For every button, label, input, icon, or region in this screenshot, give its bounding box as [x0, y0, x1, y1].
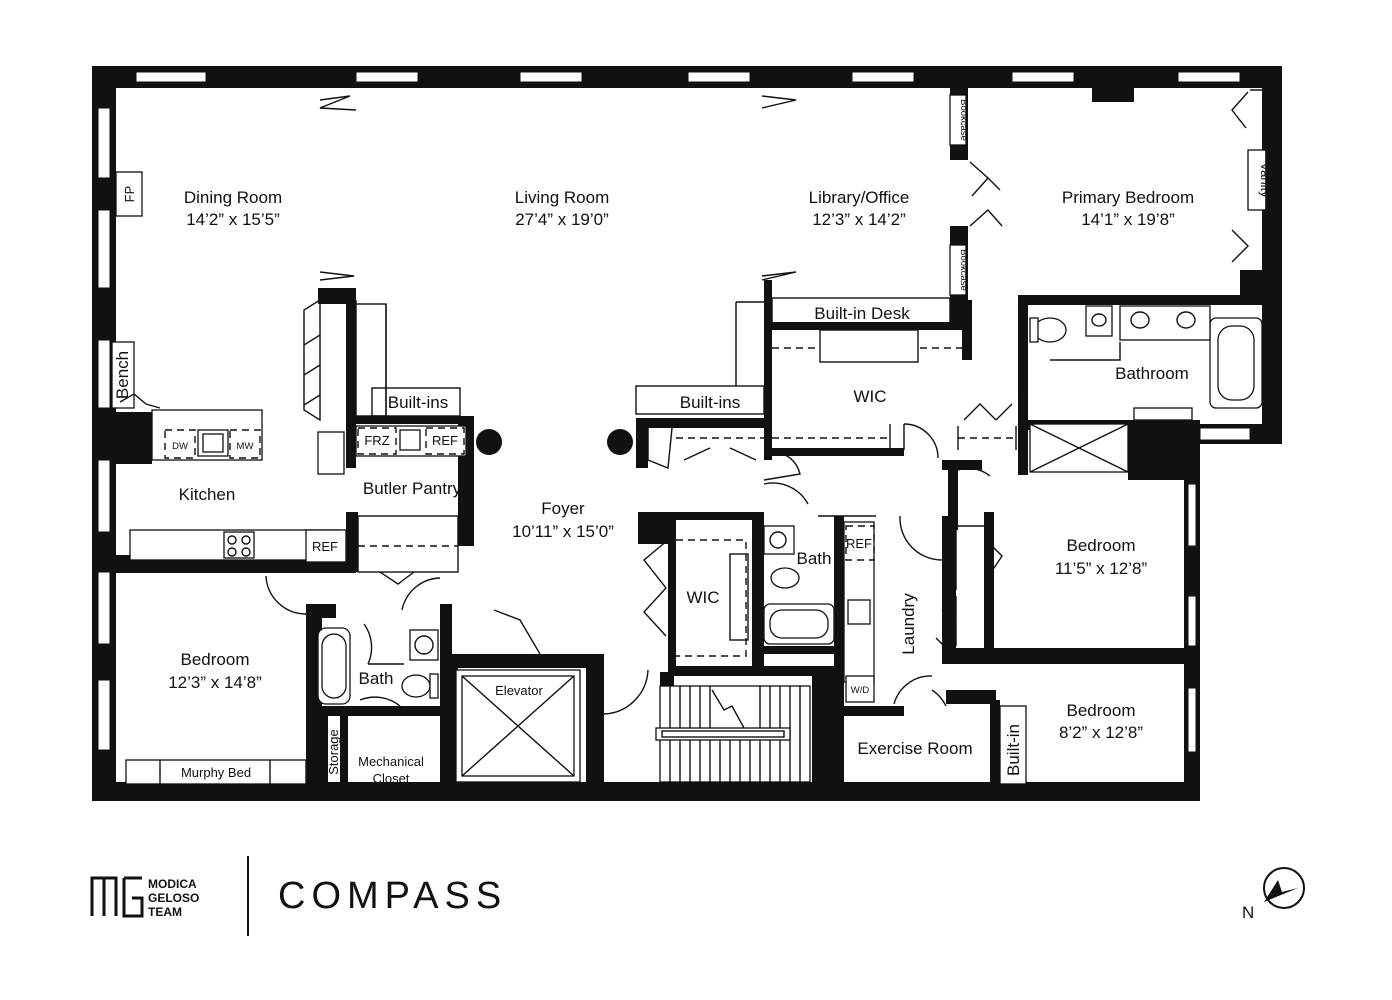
builtins-left-label: Built-ins — [388, 393, 448, 412]
stairs — [655, 685, 811, 783]
living-room-size: 27’4” x 19’0” — [515, 210, 609, 229]
bench — [111, 341, 135, 409]
bedroom-east2-size: 8’2” x 12’8” — [1059, 723, 1143, 742]
modica-geloso-logo: MODICA GELOSO TEAM — [90, 876, 199, 919]
pantry-sink-icon — [399, 429, 421, 451]
cooktop-icon — [223, 531, 255, 559]
foyer-size: 10’11” x 15’0” — [512, 522, 614, 541]
dw-label: DW — [172, 441, 188, 452]
fixture-labels: Built-ins Built-ins Built-in Desk Built-… — [113, 99, 1273, 780]
murphy-bed — [125, 759, 307, 785]
column-icon — [607, 429, 633, 455]
bedroom-east1-size: 11’5” x 12’8” — [1055, 559, 1148, 578]
kitchen-name: Kitchen — [179, 485, 236, 504]
bathroom-name: Bathroom — [1115, 364, 1189, 383]
frz-label: FRZ — [364, 433, 389, 448]
elevator-name: Elevator — [495, 683, 543, 698]
murphy-bed-label: Murphy Bed — [181, 765, 251, 780]
library-name: Library/Office — [809, 188, 910, 207]
builtin-east — [999, 705, 1027, 785]
wic-north-name: WIC — [853, 387, 886, 406]
fp-label: FP — [122, 186, 137, 203]
bedroom-west-size: 12’3” x 14’8” — [168, 673, 262, 692]
room-labels: Dining Room 14’2” x 15’5” Living Room 27… — [168, 188, 1194, 786]
bath-west-name: Bath — [359, 669, 394, 688]
bedroom-east2-name: Bedroom — [1067, 701, 1136, 720]
builtin-desk-label: Built-in Desk — [814, 304, 910, 323]
wic-mid-name: WIC — [686, 588, 719, 607]
laundry-name: Laundry — [899, 593, 918, 655]
storage-name: Storage — [326, 729, 341, 775]
toilet-icon — [1033, 317, 1067, 343]
mg-monogram-icon — [90, 876, 144, 918]
north-arrow: N — [1242, 867, 1305, 922]
bookcase-bottom — [949, 244, 967, 296]
bath-mid-name: Bath — [797, 549, 832, 568]
bedroom-east1-name: Bedroom — [1067, 536, 1136, 555]
foyer-name: Foyer — [541, 499, 585, 518]
ref-kitchen-label: REF — [312, 539, 338, 554]
mechanical-line1: Mechanical — [358, 754, 424, 769]
ref-laundry-label: REF — [846, 536, 872, 551]
ref-pantry-label: REF — [432, 433, 458, 448]
wd-label: W/D — [851, 685, 870, 696]
bookcase-top — [949, 94, 967, 146]
dining-room-name: Dining Room — [184, 188, 282, 207]
fixtures — [111, 89, 1267, 785]
builtins-right-label: Built-ins — [680, 393, 740, 412]
brand-divider — [247, 856, 249, 936]
brand-line1: MODICA — [148, 877, 197, 891]
builtin-shelves — [303, 298, 321, 422]
primary-bedroom-name: Primary Bedroom — [1062, 188, 1194, 207]
primary-bedroom-size: 14’1” x 19’8” — [1081, 210, 1175, 229]
mw-label: MW — [237, 441, 254, 452]
bedroom-west-name: Bedroom — [181, 650, 250, 669]
exterior-walls — [92, 66, 1282, 801]
double-vanity — [1119, 305, 1211, 341]
north-letter: N — [1242, 903, 1254, 922]
mechanical-line2: Closet — [373, 771, 410, 786]
library-size: 12’3” x 14’2” — [812, 210, 906, 229]
column-icon — [476, 429, 502, 455]
builtin-east-label: Built-in — [1004, 724, 1023, 776]
bookcase-top-label: Bookcase — [958, 99, 969, 141]
vanity-label: Vanity — [1258, 162, 1273, 198]
fireplace — [115, 171, 143, 217]
butler-pantry-name: Butler Pantry — [363, 479, 462, 498]
bench-label: Bench — [113, 351, 132, 399]
dining-room-size: 14’2” x 15’5” — [186, 210, 280, 229]
brand-line2: GELOSO — [148, 891, 199, 905]
compass-circle-icon — [1263, 867, 1305, 909]
compass-logo: COMPASS — [278, 875, 508, 917]
brand-line3: TEAM — [148, 905, 182, 919]
exercise-room-name: Exercise Room — [857, 739, 972, 758]
living-room-name: Living Room — [515, 188, 610, 207]
north-arrow-icon — [1264, 880, 1298, 902]
bookcase-bottom-label: Bookcase — [958, 249, 969, 291]
